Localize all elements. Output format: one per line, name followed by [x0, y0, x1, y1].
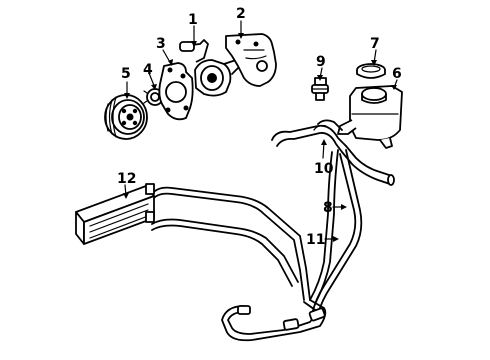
pulley [104, 94, 148, 140]
bracket-plate [158, 62, 194, 121]
return-hose [271, 119, 395, 186]
arrowheads [123, 33, 397, 242]
callout-3: 3 [156, 36, 166, 52]
callout-6: 6 [392, 66, 402, 82]
callout-10: 10 [314, 161, 334, 177]
line-assembly [221, 299, 327, 342]
reservoir [337, 85, 403, 149]
callout-12: 12 [117, 171, 136, 187]
callout-7: 7 [370, 36, 380, 52]
callout-5: 5 [121, 66, 131, 82]
callout-2: 2 [236, 6, 246, 22]
callout-11: 11 [306, 232, 325, 248]
mount-bracket [225, 33, 277, 87]
callouts: 1 2 3 4 5 6 7 8 9 10 11 12 [117, 6, 402, 248]
cooler-lines [151, 186, 311, 301]
callout-8: 8 [323, 200, 333, 216]
callout-1: 1 [188, 12, 198, 28]
pressure-switch [311, 77, 329, 101]
callout-4: 4 [143, 62, 153, 78]
callout-9: 9 [316, 54, 326, 70]
reservoir-cap [356, 63, 386, 79]
cooler [75, 183, 155, 245]
